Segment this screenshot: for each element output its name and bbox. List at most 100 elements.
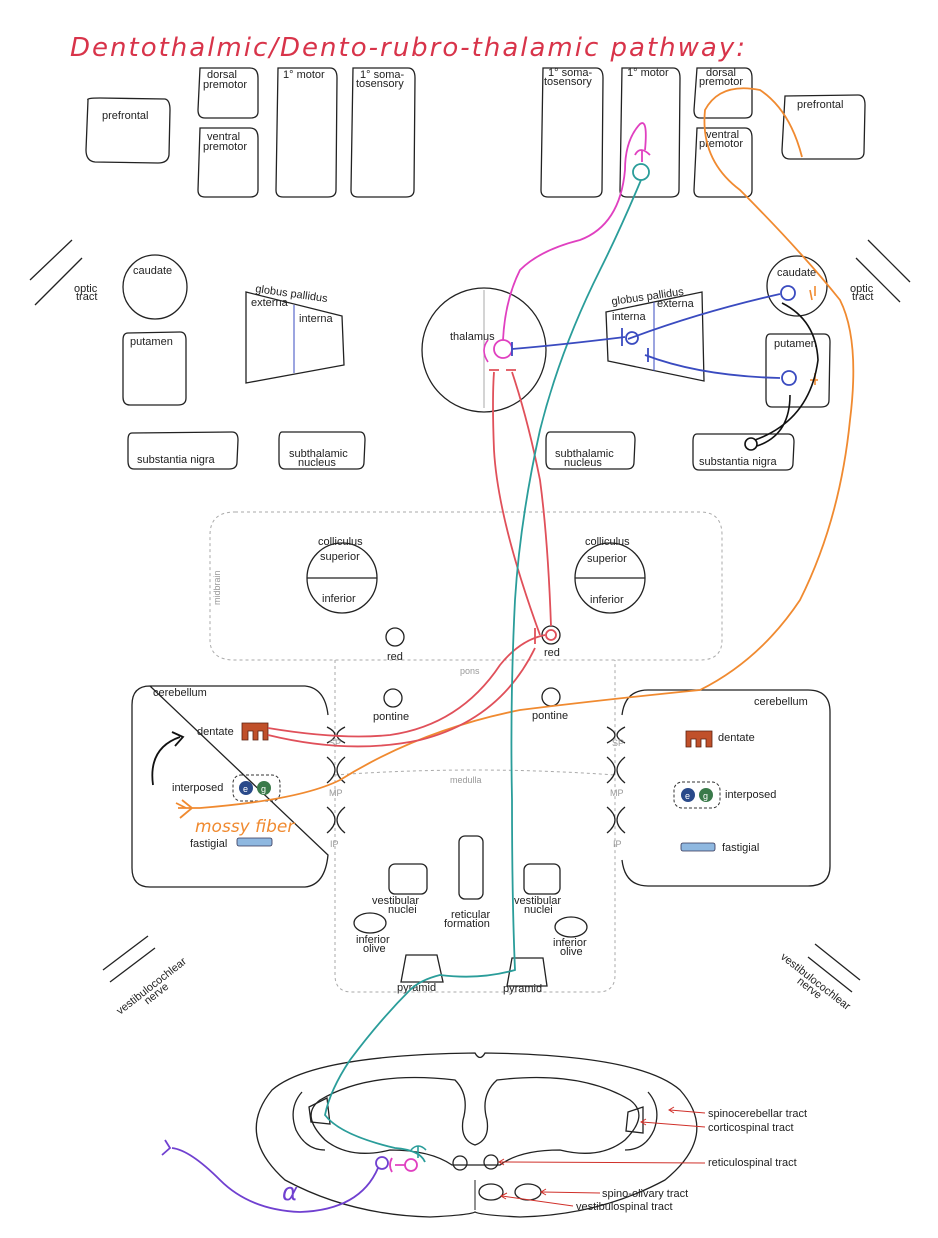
interposed-right-box <box>673 781 721 809</box>
pink-pathway <box>502 122 647 341</box>
fastigial-left-label: fastigial <box>190 838 227 850</box>
substantia-nigra-left-label: substantia nigra <box>137 454 216 466</box>
vestibulospinal-a <box>478 1183 504 1201</box>
interna-right-label: interna <box>612 311 647 323</box>
reticulospinal-left <box>452 1155 468 1171</box>
sp-left: SP <box>329 738 341 748</box>
fastigial-left-icon <box>236 837 273 847</box>
basal-ganglia-right: caudate putamen globus pallidus interna … <box>545 255 831 471</box>
orange-pathway <box>199 87 855 809</box>
red-pathway-c <box>511 371 552 627</box>
corticospinal-right <box>625 1106 644 1134</box>
pyramid-right <box>506 957 548 987</box>
ventral-premotor-left <box>197 127 259 198</box>
cerebellum-right: cerebellum dentate e g interposed fastig… <box>621 689 831 887</box>
primary-somatosensory-left-label: 1° soma-tosensory <box>356 69 404 90</box>
alpha-axon <box>161 1139 379 1213</box>
primary-somatosensory-right-label: 1° soma-tosensory <box>544 67 592 88</box>
caudate-right <box>766 255 828 317</box>
blue-synapses <box>511 328 649 362</box>
corticospinal-left <box>308 1097 331 1125</box>
pyramid-left <box>400 954 444 983</box>
subthalamic-nucleus-left <box>278 431 366 470</box>
prefrontal-left-label: prefrontal <box>102 110 148 122</box>
vestibular-nuclei-left <box>388 863 428 895</box>
primary-somatosensory-left <box>350 67 416 198</box>
dentate-left-label: dentate <box>197 726 234 738</box>
spino-olivary-a <box>514 1183 542 1201</box>
externa-left-label: externa <box>251 297 289 309</box>
pontine-right-label: pontine <box>532 710 568 722</box>
spinal-cord-outline <box>255 1052 698 1218</box>
interneuron-axon <box>389 1157 405 1173</box>
fastigial-right-icon <box>680 842 716 852</box>
dentate-left-icon <box>241 722 269 741</box>
mossy-fiber-terminal <box>175 799 200 819</box>
globus-pallidus-left <box>245 291 345 384</box>
dentate-right-label: dentate <box>718 732 755 744</box>
globose-right <box>699 788 713 802</box>
putamen-cell <box>781 370 797 386</box>
g-right: g <box>703 791 708 801</box>
red-synapses <box>489 369 536 644</box>
pink-terminal <box>634 149 651 162</box>
substantia-nigra-right-label: substantia nigra <box>699 456 778 468</box>
teal-pathway <box>324 179 642 1163</box>
motor-cell <box>632 163 650 181</box>
inferior-left-label: inferior <box>322 593 356 605</box>
vestibulocochlear-left-label: vestibulocochlearnerve <box>114 955 194 1024</box>
pons-medulla-divider <box>334 769 616 776</box>
red-right-label: red <box>544 647 560 659</box>
thalamus-label: thalamus <box>450 331 495 343</box>
pontine-left <box>383 688 403 708</box>
ip-left: IP <box>330 839 339 849</box>
g-left: g <box>261 784 266 794</box>
colliculus-left-label: colliculus <box>318 536 363 548</box>
dorsal-premotor-right <box>693 67 753 119</box>
substantia-nigra-left <box>127 431 239 470</box>
vestibulocochlear-right: vestibulocochlearnerve <box>778 943 861 1013</box>
peduncle-brackets-right <box>606 726 626 834</box>
primary-motor-left <box>275 67 338 198</box>
lateral-grooves <box>292 1091 658 1151</box>
blue-pathway <box>511 293 781 379</box>
pink-synapse <box>483 339 489 363</box>
ventral-premotor-right <box>693 127 753 198</box>
reticulospinal-label: reticulospinal tract <box>708 1157 797 1169</box>
dorsal-premotor-left <box>197 67 259 119</box>
externa-right-label: externa <box>657 298 695 310</box>
inferior-olive-left <box>353 912 387 934</box>
prefrontal-left <box>85 97 171 164</box>
midbrain: midbrain colliculus superior inferior co… <box>209 511 723 663</box>
fastigial-right-label: fastigial <box>722 842 759 854</box>
sn-cell <box>744 437 758 451</box>
teal-terminal <box>410 1145 427 1158</box>
midbrain-outline <box>209 511 723 661</box>
globose-left <box>257 781 271 795</box>
vestibular-nuclei-right <box>523 863 561 895</box>
superior-right-label: superior <box>587 553 627 565</box>
cerebellum-left: cerebellum dentate interposed e g fastig… <box>131 685 329 888</box>
diagram-title: Dentothalmic/Dento-rubro-thalamic pathwa… <box>70 33 747 63</box>
putamen-left <box>122 331 187 406</box>
caudate-left-label: caudate <box>133 265 172 277</box>
spino-olivary-label: spino-olivary tract <box>602 1188 688 1200</box>
caudate-left <box>122 254 188 320</box>
interposed-right-label: interposed <box>725 789 776 801</box>
mp-left: MP <box>329 788 343 798</box>
